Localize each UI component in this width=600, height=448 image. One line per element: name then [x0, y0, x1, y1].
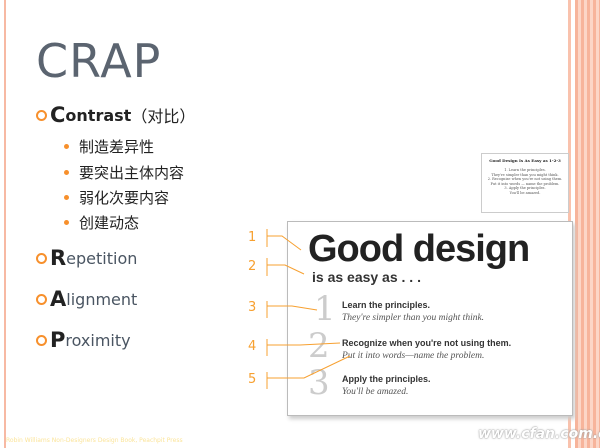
dot-bullet-icon	[64, 220, 69, 225]
step-italic: Put it into words—name the problem.	[342, 351, 485, 361]
principle-label: ontrast	[65, 105, 132, 125]
step-number: 2	[308, 326, 330, 366]
step-number: 1	[314, 289, 336, 329]
good-design-card: Good design is as easy as . . . 1 Learn …	[287, 221, 573, 416]
thumbnail-line: 1. Learn the principles.	[504, 168, 546, 172]
thumbnail-line: 2. Recognize when you're not using them.	[487, 177, 563, 181]
callout-label: 1	[248, 230, 257, 245]
initial: C	[50, 103, 66, 127]
principle-label: epetition	[66, 248, 138, 268]
card-subhead: is as easy as . . .	[312, 269, 421, 285]
point-text: 制造差异性	[79, 138, 155, 156]
callout-label: 4	[248, 339, 257, 354]
initial: P	[50, 328, 66, 352]
point-text: 创建动态	[79, 214, 140, 232]
watermark: www.cfan.com.cn	[478, 426, 600, 442]
point-text: 弱化次要内容	[79, 189, 170, 207]
right-border-stripes	[575, 0, 600, 448]
step-title: Apply the principles.	[342, 374, 431, 384]
thumbnail-line: They're simpler than you might think.	[491, 172, 559, 177]
contrast-point: 弱化次要内容	[64, 187, 169, 208]
principle-note: （对比）	[131, 107, 196, 126]
initial: A	[50, 287, 67, 311]
point-text: 要突出主体内容	[79, 164, 185, 182]
dot-bullet-icon	[64, 195, 69, 200]
thumbnail-line: You'll be amazed.	[509, 190, 541, 195]
ring-bullet-icon	[36, 293, 47, 305]
thumbnail-title: Good Design Is As Easy as 1-2-3	[489, 158, 561, 163]
callout-label: 2	[248, 259, 257, 274]
principle-contrast: C ontrast （对比）	[36, 103, 195, 127]
dot-bullet-icon	[64, 170, 69, 175]
slide-title: CRAP	[36, 34, 162, 88]
step-italic: You'll be amazed.	[342, 387, 409, 397]
step-number: 3	[308, 363, 330, 403]
step-title: Recognize when you're not using them.	[342, 338, 512, 348]
footer-credit: Robin Williams Non-Designers Design Book…	[6, 437, 183, 444]
dot-bullet-icon	[64, 144, 69, 149]
initial: R	[50, 246, 67, 270]
contrast-point: 创建动态	[64, 212, 139, 233]
step-italic: They're simpler than you might think.	[342, 313, 485, 323]
callout-label: 5	[248, 372, 257, 387]
ring-bullet-icon	[36, 334, 47, 346]
thumbnail-line: 3. Apply the principles.	[504, 186, 546, 190]
ring-bullet-icon	[36, 109, 47, 121]
step-title: Learn the principles.	[342, 300, 431, 310]
card-headline: Good design	[308, 228, 530, 270]
callout-label: 3	[248, 300, 257, 315]
thumbnail-plain-version: Good Design Is As Easy as 1-2-3 1. Learn…	[481, 153, 569, 213]
ring-bullet-icon	[36, 252, 47, 264]
principle-label: lignment	[66, 289, 138, 309]
left-border	[4, 0, 6, 448]
principle-label: roximity	[65, 330, 131, 350]
contrast-point: 制造差异性	[64, 136, 154, 157]
thumbnail-line: Put it into words — name the problem.	[490, 181, 560, 186]
contrast-point: 要突出主体内容	[64, 162, 184, 183]
